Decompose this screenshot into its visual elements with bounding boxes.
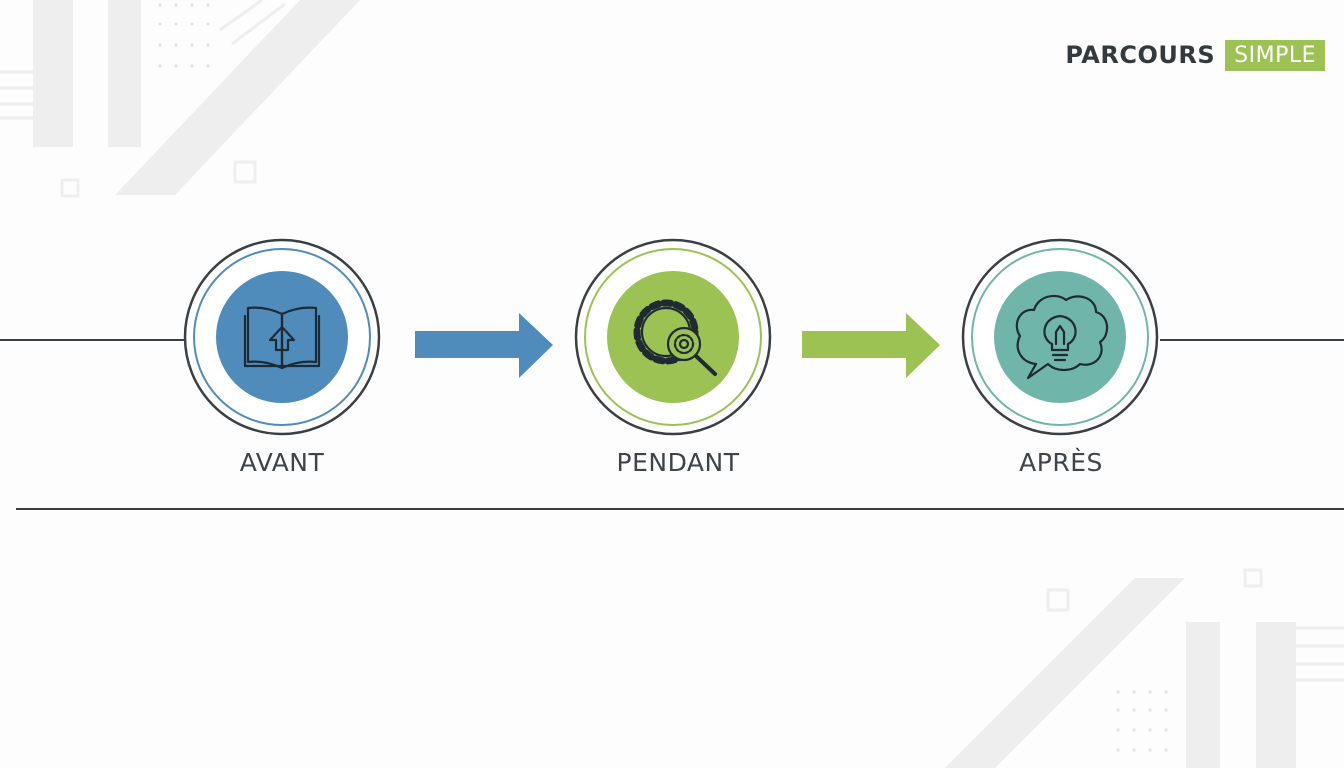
lightbulb-thought-icon xyxy=(1015,294,1109,380)
open-book-upload-icon xyxy=(243,306,321,370)
brand-logo: PARCOURS SIMPLE xyxy=(1065,40,1325,71)
step-label-pendant: PENDANT xyxy=(616,448,740,477)
step-avant-node xyxy=(183,238,381,436)
brand-primary-text: PARCOURS xyxy=(1065,41,1216,69)
step-label-apres: APRÈS xyxy=(1019,448,1103,477)
arrow-right-icon xyxy=(415,313,553,378)
arrow-right-icon xyxy=(802,313,940,378)
gear-magnifier-icon xyxy=(633,299,717,376)
brand-accent-text: SIMPLE xyxy=(1225,40,1325,71)
step-pendant-node xyxy=(574,238,772,436)
step-label-avant: AVANT xyxy=(239,448,325,477)
step-apres-node xyxy=(961,238,1159,436)
